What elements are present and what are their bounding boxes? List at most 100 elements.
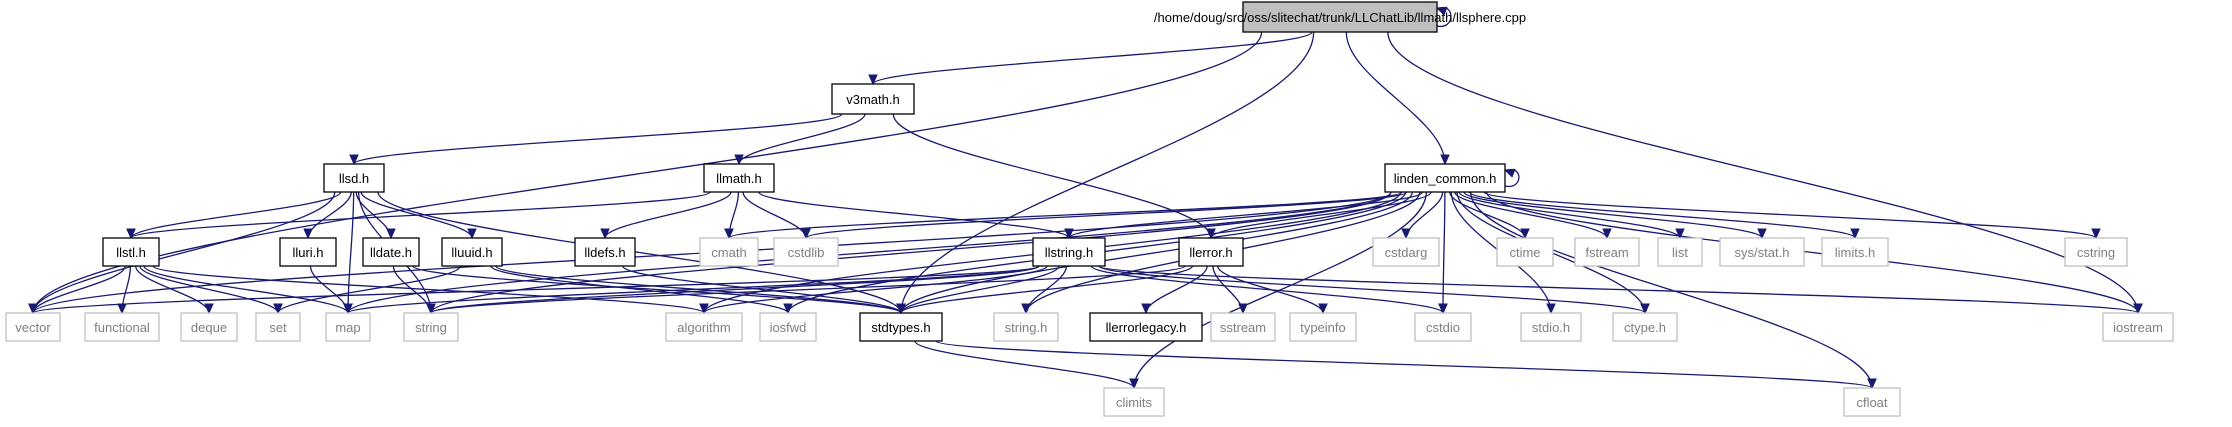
node-box-cmath [699, 237, 759, 267]
edge-stdtypes-to-cfloat-arrowhead [1867, 378, 1877, 390]
node-box-lluuid[interactable] [441, 237, 503, 267]
node-iostream: iostream [2102, 312, 2174, 342]
node-box-llsd[interactable] [323, 163, 385, 193]
edge-linden_common-to-sysstat [1463, 191, 1763, 239]
edge-llsphere-to-v3math [872, 31, 1313, 85]
edge-linden_common-to-map [347, 191, 1392, 314]
node-label-ctime: ctime [1509, 245, 1540, 260]
node-box-deque [180, 312, 238, 342]
edge-linden_common-to-list-arrowhead [1675, 228, 1685, 240]
node-lldate[interactable]: lldate.h [362, 237, 420, 267]
node-box-llstl[interactable] [102, 237, 160, 267]
node-layer: /home/doug/src/oss/slitechat/trunk/LLCha… [5, 1, 2174, 417]
edge-llerror-to-stdtypes-arrowhead [896, 303, 906, 315]
node-label-climits: climits [1116, 395, 1153, 410]
edge-linden_common-to-cstdio [1442, 191, 1446, 314]
edge-llstring-to-algorithm [703, 265, 1048, 314]
node-string: string [403, 312, 459, 342]
edge-llerror-to-string [430, 265, 1186, 314]
edge-llmath-to-llstl [130, 191, 711, 239]
node-box-llerror[interactable] [1178, 237, 1244, 267]
node-vector: vector [5, 312, 61, 342]
node-typeinfo: typeinfo [1289, 312, 1357, 342]
node-box-linden_common[interactable] [1384, 163, 1506, 193]
node-label-string: string [415, 320, 447, 335]
node-box-sstream [1210, 312, 1276, 342]
node-label-llsd: llsd.h [339, 171, 369, 186]
node-llerrorlegacy[interactable]: llerrorlegacy.h [1089, 312, 1203, 342]
node-label-lluuid: lluuid.h [451, 245, 492, 260]
node-box-ctypeh [1612, 312, 1678, 342]
node-label-sysstat: sys/stat.h [1735, 245, 1790, 260]
node-box-cstdarg [1372, 237, 1440, 267]
edge-lldate-to-stdtypes [412, 265, 902, 314]
edge-llmath-to-llstring [758, 191, 1070, 239]
node-functional: functional [84, 312, 160, 342]
edge-linden_common-to-stdioh-arrowhead [1546, 303, 1556, 315]
node-label-linden_common: linden_common.h [1394, 171, 1497, 186]
edge-v3math-to-llsd-arrowhead [349, 154, 359, 166]
node-box-v3math[interactable] [831, 83, 915, 115]
node-v3math[interactable]: v3math.h [831, 83, 915, 115]
node-llstl[interactable]: llstl.h [102, 237, 160, 267]
edge-llstring-to-vector-arrowhead [28, 303, 38, 315]
node-ctypeh: ctype.h [1612, 312, 1678, 342]
node-box-sysstat [1719, 237, 1805, 267]
node-box-ctime [1496, 237, 1554, 267]
node-box-llstring[interactable] [1032, 237, 1106, 267]
node-label-algorithm: algorithm [677, 320, 730, 335]
edge-llsphere-to-linden_common-arrowhead [1440, 154, 1450, 166]
node-box-set [255, 312, 301, 342]
node-label-map: map [335, 320, 360, 335]
edge-v3math-to-llerror [892, 113, 1212, 239]
node-box-llmath[interactable] [703, 163, 775, 193]
edge-linden_common-to-sysstat-arrowhead [1757, 228, 1767, 240]
node-box-lldate[interactable] [362, 237, 420, 267]
node-label-iosfwd: iosfwd [770, 320, 807, 335]
node-label-llerrorlegacy: llerrorlegacy.h [1106, 320, 1187, 335]
node-llsd[interactable]: llsd.h [323, 163, 385, 193]
node-llerror[interactable]: llerror.h [1178, 237, 1244, 267]
node-stdtypes[interactable]: stdtypes.h [859, 312, 943, 342]
edge-llstring-to-ctypeh [1098, 265, 1646, 314]
node-linden_common[interactable]: linden_common.h [1384, 163, 1506, 193]
edge-stdtypes-to-climits-arrowhead [1129, 378, 1139, 390]
edge-llsd-to-vector [32, 191, 336, 314]
node-label-set: set [269, 320, 287, 335]
node-box-lldefs[interactable] [574, 237, 636, 267]
node-label-typeinfo: typeinfo [1300, 320, 1346, 335]
edge-llsphere-to-iostream [1387, 31, 2139, 314]
node-lldefs[interactable]: lldefs.h [574, 237, 636, 267]
node-climits: climits [1103, 387, 1165, 417]
node-label-lldefs: lldefs.h [584, 245, 625, 260]
node-label-list: list [1672, 245, 1688, 260]
node-lluri[interactable]: lluri.h [279, 237, 337, 267]
node-label-stdtypes: stdtypes.h [871, 320, 930, 335]
edge-linden_common-to-cfloat [1469, 191, 1873, 389]
node-label-llstl: llstl.h [116, 245, 146, 260]
node-box-llsphere[interactable] [1242, 1, 1438, 33]
edge-llerror-to-sstream [1212, 265, 1244, 314]
node-box-string [403, 312, 459, 342]
edge-llstring-to-algorithm-arrowhead [699, 303, 709, 315]
edge-llstring-to-ctypeh-arrowhead [1640, 303, 1650, 315]
edge-llsd-to-map [347, 191, 355, 314]
edge-llmath-to-lldefs-arrowhead [600, 228, 610, 240]
edge-llstring-to-map [347, 265, 1040, 314]
node-lluuid[interactable]: lluuid.h [441, 237, 503, 267]
node-box-lluri[interactable] [279, 237, 337, 267]
node-cfloat: cfloat [1843, 387, 1901, 417]
node-label-vector: vector [15, 320, 51, 335]
node-limits: limits.h [1821, 237, 1889, 267]
node-label-lldate: lldate.h [370, 245, 412, 260]
edge-linden_common-to-cstring-arrowhead [2091, 228, 2101, 240]
node-deque: deque [180, 312, 238, 342]
node-label-llerror: llerror.h [1189, 245, 1232, 260]
node-llstring[interactable]: llstring.h [1032, 237, 1106, 267]
node-llsphere[interactable]: /home/doug/src/oss/slitechat/trunk/LLCha… [1154, 1, 1526, 33]
node-box-stdtypes[interactable] [859, 312, 943, 342]
node-llmath[interactable]: llmath.h [703, 163, 775, 193]
edge-llstring-to-map-arrowhead [343, 303, 353, 315]
edge-lluuid-to-set [277, 265, 462, 314]
node-box-llerrorlegacy[interactable] [1089, 312, 1203, 342]
